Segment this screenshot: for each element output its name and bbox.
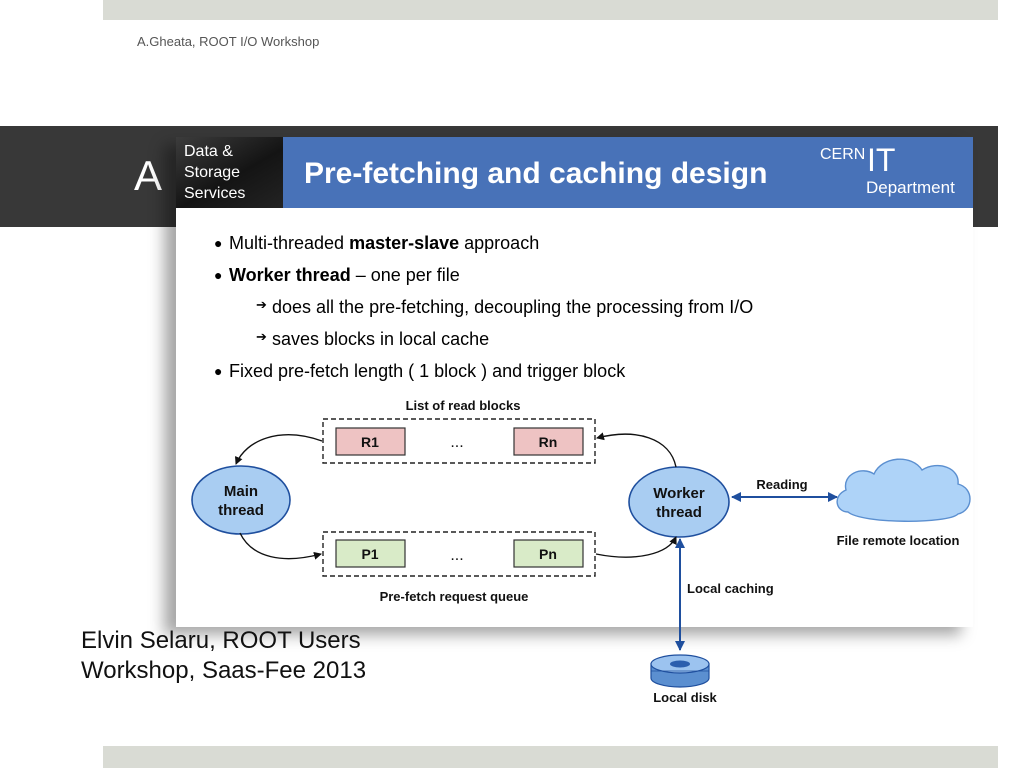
dss-label: Data & Storage Services	[184, 141, 245, 204]
local-caching-label: Local caching	[687, 581, 774, 596]
bullet-item: ● Fixed pre-fetch length ( 1 block ) and…	[214, 360, 954, 392]
prefetch-to-worker-arrow	[595, 536, 677, 558]
presenter-line: Workshop, Saas-Fee 2013	[81, 657, 367, 684]
department-logo-text: Department	[866, 178, 955, 197]
bullet-item: ● Worker thread – one per file	[214, 264, 954, 296]
prefetch-queue-box	[322, 531, 596, 577]
bullet-bold-text: master-slave	[349, 233, 460, 253]
slide-title: Pre-fetching and caching design	[304, 157, 768, 190]
bullet-text: Fixed pre-fetch length ( 1 block ) and t…	[229, 361, 626, 381]
read-to-main-arrow	[235, 434, 323, 465]
local-disk-label: Local disk	[653, 690, 717, 705]
cloud-icon	[836, 458, 971, 522]
dss-line: Services	[184, 185, 246, 202]
presenter-caption: Elvin Selaru, ROOT Users Workshop, Saas-…	[81, 626, 366, 686]
arrow-bullet-icon: ➔	[256, 329, 267, 344]
worker-thread-label: Worker	[653, 485, 705, 502]
bullet-list: ● Multi-threaded master-slave approach ●…	[214, 232, 954, 392]
bullet-text: Multi-threaded	[229, 233, 350, 253]
read-block-r1	[335, 427, 406, 456]
arrow-bullet-icon: ➔	[256, 297, 267, 312]
worker-to-read-arrow	[596, 432, 677, 468]
read-block-rn	[513, 427, 584, 456]
read-list-box	[322, 418, 596, 464]
bullet-dot-icon: ●	[214, 267, 223, 283]
main-thread-label: thread	[218, 502, 264, 519]
background-title: A	[134, 152, 163, 199]
presenter-line: Elvin Selaru, ROOT Users	[81, 627, 361, 654]
reading-label: Reading	[756, 477, 807, 492]
prefetch-block-pn	[513, 539, 584, 568]
sub-bullet-item: ➔ saves blocks in local cache	[214, 328, 954, 360]
bullet-item: ● Multi-threaded master-slave approach	[214, 232, 954, 264]
read-list-ellipsis: ...	[450, 434, 463, 451]
dss-logo: Data & Storage Services	[176, 137, 283, 208]
disk-icon	[650, 654, 710, 688]
header-credit: A.Gheata, ROOT I/O Workshop	[137, 34, 320, 49]
dss-line: Data &	[184, 143, 233, 160]
cern-logo-text: CERN	[820, 146, 866, 163]
main-thread-label: Main	[224, 483, 258, 500]
prefetch-block-pn-label: Pn	[539, 546, 557, 562]
read-list-label: List of read blocks	[406, 398, 521, 413]
worker-thread-node	[628, 466, 730, 538]
prefetch-queue-label: Pre-fetch request queue	[380, 589, 529, 604]
read-block-r1-label: R1	[361, 434, 379, 450]
main-to-prefetch-arrow	[239, 532, 322, 560]
top-band	[103, 0, 998, 20]
bullet-dot-icon: ●	[214, 363, 223, 379]
it-logo-text: IT	[867, 142, 896, 178]
dss-line: Storage	[184, 164, 241, 181]
slide-header: Data & Storage Services Pre-fetching and…	[176, 137, 973, 208]
bullet-text: does all the pre-fetching, decoupling th…	[272, 297, 754, 317]
file-remote-label: File remote location	[837, 533, 960, 548]
main-thread-node	[191, 465, 291, 535]
sub-bullet-item: ➔ does all the pre-fetching, decoupling …	[214, 296, 954, 328]
prefetch-queue-ellipsis: ...	[450, 547, 463, 564]
bullet-text: – one per file	[350, 265, 460, 285]
read-block-rn-label: Rn	[539, 434, 558, 450]
bullet-dot-icon: ●	[214, 235, 223, 251]
bottom-band	[103, 746, 998, 768]
prefetch-block-p1	[335, 539, 406, 568]
prefetch-block-p1-label: P1	[361, 546, 378, 562]
bullet-text: saves blocks in local cache	[272, 329, 490, 349]
worker-thread-label: thread	[656, 504, 702, 521]
bullet-text: approach	[459, 233, 540, 253]
bullet-bold-text: Worker thread	[229, 265, 351, 285]
